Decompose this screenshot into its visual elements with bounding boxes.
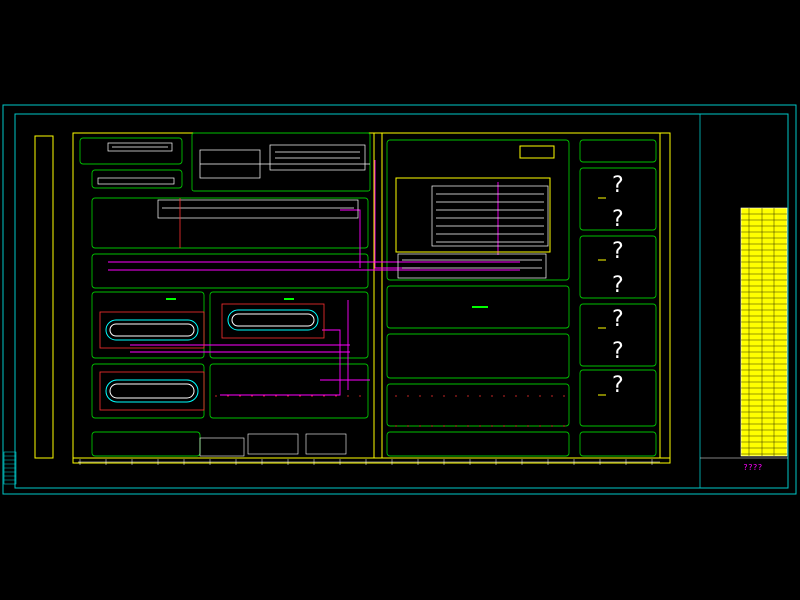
main-line-block bbox=[397, 185, 549, 279]
zones-left bbox=[79, 132, 371, 457]
left-column bbox=[34, 135, 54, 459]
unknown-mark-7: ? bbox=[612, 373, 624, 398]
inner-frame bbox=[14, 113, 789, 489]
schedule-table bbox=[740, 207, 788, 457]
unknown-mark-3: ? bbox=[612, 239, 624, 264]
conveyor-loop-1 bbox=[105, 319, 199, 341]
unknown-mark-6: ? bbox=[612, 339, 624, 364]
unknown-mark-1: ? bbox=[612, 173, 624, 198]
table-footer-label: ???? bbox=[743, 463, 762, 472]
unknown-mark-5: ? bbox=[612, 307, 624, 332]
unknown-mark-4: ? bbox=[612, 273, 624, 298]
bay-lines bbox=[215, 395, 565, 427]
equipment-top bbox=[97, 142, 370, 219]
dimension-ticks bbox=[79, 459, 653, 465]
unknown-mark-2: ? bbox=[612, 207, 624, 232]
legend-block bbox=[3, 451, 17, 485]
conveyor-loop-3 bbox=[105, 379, 199, 403]
zone-labels bbox=[166, 298, 488, 308]
red-enclosures bbox=[99, 198, 325, 411]
conveyor-loop-2 bbox=[227, 309, 319, 331]
bay-ticks bbox=[598, 197, 606, 396]
plant-outline bbox=[72, 132, 671, 464]
outer-frame bbox=[2, 104, 797, 495]
zones-right bbox=[386, 139, 657, 457]
pipe-network bbox=[108, 160, 520, 396]
bottom-detail-blocks bbox=[199, 433, 347, 457]
main-line-wall bbox=[395, 145, 555, 253]
